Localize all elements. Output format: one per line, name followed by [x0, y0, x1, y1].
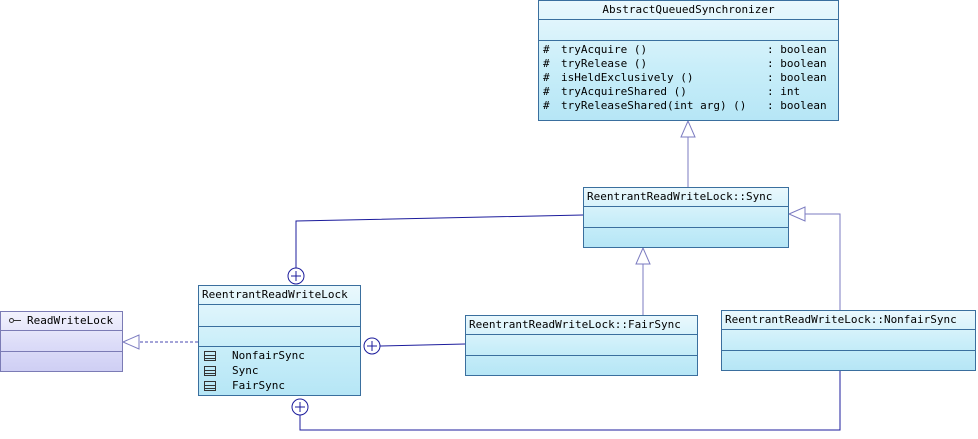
attributes-compartment — [199, 304, 360, 326]
return-type: : boolean — [767, 71, 827, 84]
operation-name: isHeldExclusively () — [561, 71, 694, 84]
class-reentrant-read-write-lock[interactable]: ReentrantReadWriteLock NonfairSync Sync … — [198, 285, 361, 396]
generalization-arrowhead-sync-fair — [635, 246, 651, 265]
interface-lollipop-icon — [9, 317, 21, 325]
operation-name: tryReleaseShared(int arg) () — [561, 99, 747, 112]
inner-class-label: NonfairSync — [232, 349, 305, 362]
nesting-nonfairsync-line — [299, 371, 841, 431]
class-icon — [204, 351, 216, 361]
operation-row: # isHeldExclusively () : boolean — [539, 71, 838, 85]
generalization-nonfairsync-to-sync — [805, 213, 841, 310]
visibility: # — [543, 57, 550, 70]
class-title: ReentrantReadWriteLock — [202, 288, 348, 301]
visibility: # — [543, 71, 550, 84]
operation-name: tryRelease () — [561, 57, 648, 70]
operation-row: # tryRelease () : boolean — [539, 57, 838, 71]
operations-compartment — [584, 227, 788, 247]
inner-class-label: Sync — [232, 364, 259, 377]
operations-compartment — [722, 350, 975, 370]
class-abstract-queued-synchronizer[interactable]: AbstractQueuedSynchronizer # tryAcquire (… — [538, 0, 839, 121]
inner-class-item[interactable]: FairSync — [199, 378, 360, 393]
return-type: : boolean — [767, 57, 827, 70]
class-title: ReentrantReadWriteLock::FairSync — [469, 318, 681, 331]
operation-row: # tryReleaseShared(int arg) () : boolean — [539, 99, 838, 113]
nesting-fairsync-line — [379, 343, 466, 347]
class-fair-sync[interactable]: ReentrantReadWriteLock::FairSync — [465, 315, 698, 376]
inner-class-item[interactable]: Sync — [199, 363, 360, 378]
operations-compartment — [1, 351, 122, 371]
attributes-compartment — [539, 19, 838, 40]
attributes-compartment — [1, 330, 122, 351]
visibility: # — [543, 85, 550, 98]
operation-name: tryAcquireShared () — [561, 85, 687, 98]
inner-class-label: FairSync — [232, 379, 285, 392]
attributes-compartment — [584, 206, 788, 227]
inner-classes-compartment: NonfairSync Sync FairSync — [199, 346, 360, 393]
class-icon — [204, 381, 216, 391]
return-type: : int — [767, 85, 801, 98]
class-sync[interactable]: ReentrantReadWriteLock::Sync — [583, 187, 789, 248]
visibility: # — [543, 99, 550, 112]
inner-class-item[interactable]: NonfairSync — [199, 348, 360, 363]
class-title: AbstractQueuedSynchronizer — [602, 3, 775, 16]
operation-row: # tryAcquireShared () : int — [539, 85, 838, 99]
class-icon — [204, 366, 216, 376]
realization-arrowhead — [121, 334, 140, 350]
interface-title: ReadWriteLock — [1, 312, 122, 330]
attributes-compartment — [722, 329, 975, 350]
class-title: ReentrantReadWriteLock::NonfairSync — [725, 313, 957, 326]
operations-compartment — [199, 326, 360, 346]
class-nonfair-sync[interactable]: ReentrantReadWriteLock::NonfairSync — [721, 310, 976, 371]
interface-read-write-lock[interactable]: ReadWriteLock — [0, 311, 123, 372]
attributes-compartment — [466, 334, 697, 355]
generalization-arrowhead-sync-nonfair — [787, 206, 806, 222]
operations-compartment — [466, 355, 697, 375]
operation-row: # tryAcquire () : boolean — [539, 43, 838, 57]
nesting-sync-line — [295, 214, 584, 268]
return-type: : boolean — [767, 99, 827, 112]
operations-compartment: # tryAcquire () : boolean # tryRelease () : … — [539, 40, 838, 113]
generalization-arrowhead-aqs — [680, 119, 696, 138]
return-type: : boolean — [767, 43, 827, 56]
visibility: # — [543, 43, 550, 56]
class-title: ReentrantReadWriteLock::Sync — [587, 190, 773, 203]
operation-name: tryAcquire () — [561, 43, 648, 56]
interface-title-label: ReadWriteLock — [27, 314, 114, 327]
